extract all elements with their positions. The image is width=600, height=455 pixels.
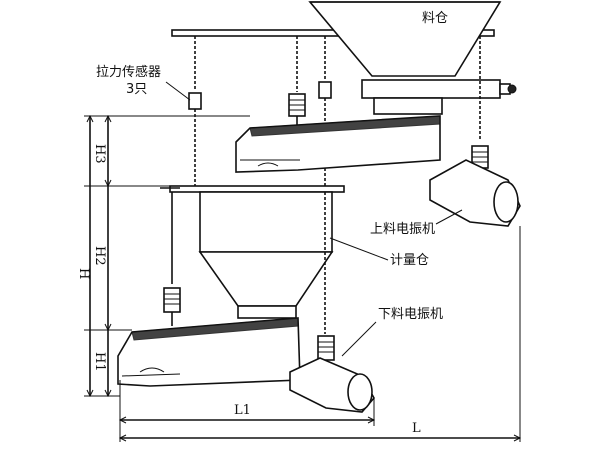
weigh-hopper: [198, 191, 334, 319]
middle-crossbar: [160, 185, 345, 193]
upper-feeder-motor: [429, 159, 521, 227]
load-cell-count: 3只: [126, 82, 147, 97]
spring-hanger-1: [288, 36, 306, 134]
upper-feeder-tray: [235, 115, 441, 173]
lower-feeder-label: 下料电振机: [378, 307, 443, 322]
dim-H-label: H: [76, 268, 91, 279]
dim-L1-label: L1: [234, 403, 251, 418]
spring-hanger-3: [163, 192, 181, 326]
dim-H3-label: H3: [92, 144, 107, 164]
dimension-lines: [84, 114, 522, 442]
upper-feeder-label: 上料电振机: [370, 222, 435, 237]
silo: [308, 1, 502, 77]
spring-hanger-2: [471, 36, 489, 178]
load-cell-hanger-2: [318, 36, 332, 186]
weigh-hopper-label: 计量仓: [390, 253, 429, 268]
silo-label: 料仓: [422, 11, 448, 26]
load-cell-hanger-1: [188, 36, 202, 186]
dim-L-label: L: [412, 421, 421, 436]
load-cell-label: 拉力传感器: [96, 64, 161, 80]
lower-feeder-motor: [289, 357, 375, 413]
lower-feeder-tray: [117, 317, 301, 387]
dim-H1-label: H1: [92, 352, 107, 372]
dim-H2-label: H2: [92, 246, 107, 266]
silo-outlet: [361, 79, 517, 115]
